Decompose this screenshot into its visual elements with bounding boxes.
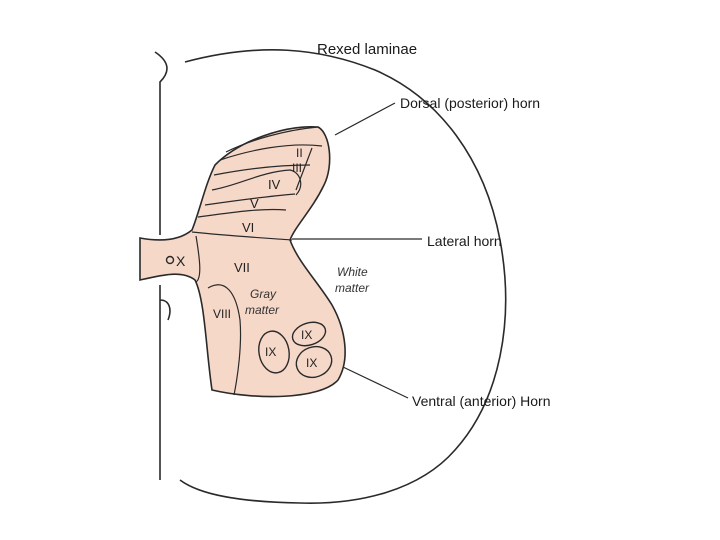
midline-dorsal xyxy=(154,51,168,235)
boundary-X xyxy=(195,235,201,283)
lamina-IX-right-label: IX xyxy=(306,356,317,370)
boundary-II xyxy=(219,144,323,161)
lamina-IX-oval-top xyxy=(291,321,327,347)
lateral-horn-label: Lateral horn xyxy=(427,233,502,249)
lamina-X-label: X xyxy=(176,253,186,269)
boundary-I xyxy=(225,126,319,153)
dorsal-horn-leader xyxy=(334,102,396,136)
diagram-title: Rexed laminae xyxy=(317,41,417,58)
lamina-IX-top-label: IX xyxy=(301,328,312,342)
gray-matter-label-line1: Gray xyxy=(250,287,277,301)
lamina-IX-oval-left xyxy=(258,330,290,374)
ventral-horn-label: Ventral (anterior) Horn xyxy=(412,393,551,409)
boundary-VII xyxy=(191,231,293,241)
lamina-IX-oval-right xyxy=(295,345,333,379)
lamina-III-label: III xyxy=(292,161,302,175)
central-canal xyxy=(165,255,175,265)
lamina-IX-left-label: IX xyxy=(265,345,276,359)
white-matter-label-line2: matter xyxy=(335,281,370,295)
boundary-IV xyxy=(211,169,302,196)
midline-ventral xyxy=(159,285,171,480)
lamina-II-label: II xyxy=(296,146,303,160)
boundary-VI xyxy=(197,208,287,218)
ventral-horn-leader xyxy=(342,366,409,399)
gray-matter-label-line2: matter xyxy=(245,303,280,317)
lamina-VIII-label: VIII xyxy=(213,307,231,321)
boundary-III xyxy=(213,147,313,191)
lamina-V-label: V xyxy=(250,196,259,211)
lamina-IV-label: IV xyxy=(268,177,281,192)
boundary-VIII xyxy=(207,284,242,396)
lamina-VI-label: VI xyxy=(242,220,254,235)
white-matter-label-line1: White xyxy=(337,265,368,279)
lamina-VII-label: VII xyxy=(234,260,250,275)
spinal-cord-outline xyxy=(179,49,507,504)
dorsal-horn-label: Dorsal (posterior) horn xyxy=(400,95,540,111)
boundary-V xyxy=(204,193,296,206)
